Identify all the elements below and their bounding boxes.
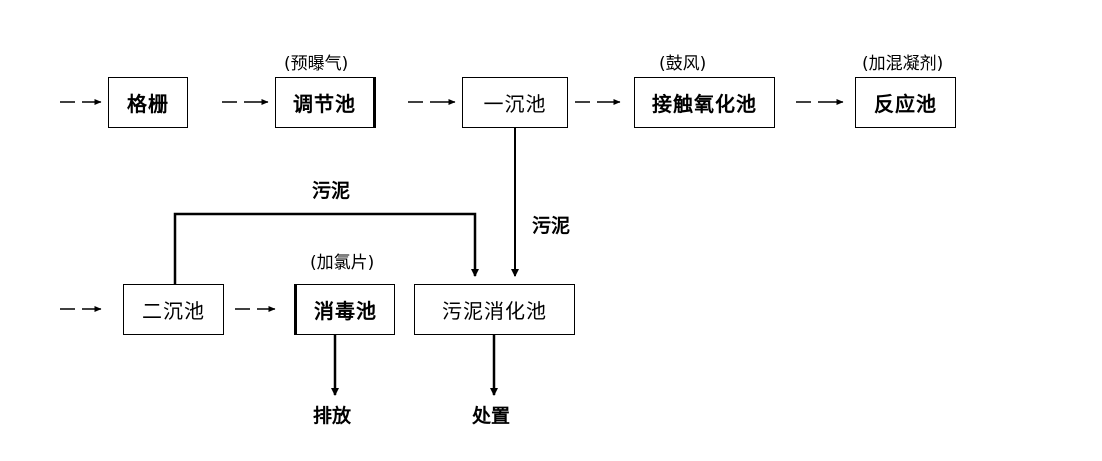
label-discharge: 排放: [313, 405, 352, 427]
box-contact-oxidation: 接触氧化池: [634, 77, 775, 128]
sludge-line-secondary-to-digestion: [173, 212, 479, 284]
note-pre-aeration: (预曝气): [284, 54, 349, 74]
box-reaction-tank: 反应池: [855, 77, 956, 128]
label-disposal: 处置: [472, 405, 511, 427]
note-coagulant: (加混凝剂): [862, 54, 944, 74]
label-sludge-top: 污泥: [312, 180, 351, 202]
box-disinfection-tank: 消毒池: [294, 284, 395, 335]
box-grille: 格栅: [108, 77, 188, 128]
note-chlorine: (加氯片): [310, 253, 375, 273]
note-blowing: (鼓风): [659, 54, 707, 74]
label-sludge-right: 污泥: [532, 215, 571, 237]
box-primary-settler: 一沉池: [462, 77, 568, 128]
box-secondary-settler: 二沉池: [123, 284, 224, 335]
box-regulating-tank: 调节池: [275, 77, 376, 128]
box-sludge-digestion: 污泥消化池: [414, 284, 575, 335]
